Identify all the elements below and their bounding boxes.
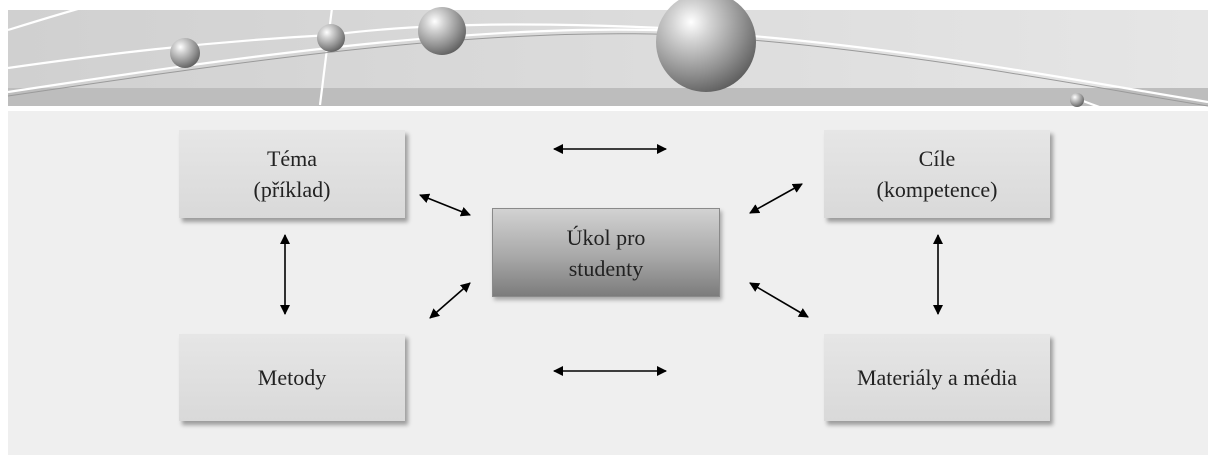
topic-label-line1: Téma [266,146,318,171]
center-label-line2: studenty [568,255,644,281]
center-label-line1: Úkol pro [566,224,646,250]
center-task-box: Úkol pro studenty [492,208,720,297]
methods-label: Metody [257,365,327,390]
goals-label-line1: Cíle [918,146,956,171]
goals-label-line2: (kompetence) [876,177,998,202]
topic-label-line2: (příklad) [253,177,331,202]
decorative-banner [7,0,1208,144]
goals-box: Cíle (kompetence) [824,130,1050,218]
decorative-sphere-icon [170,0,1084,107]
topic-box: Téma (příklad) [179,130,405,218]
materials-box: Materiály a média [824,334,1050,421]
materials-label: Materiály a média [856,365,1018,390]
methods-box: Metody [179,334,405,421]
